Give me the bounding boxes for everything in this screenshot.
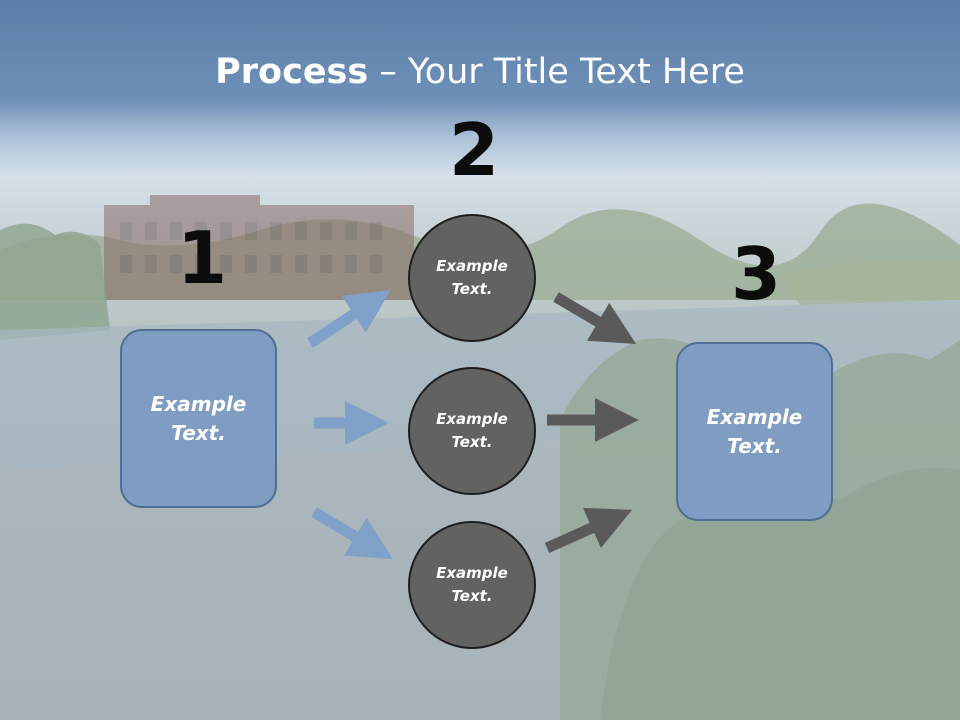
left-box-text: Example Text. [150,391,247,445]
step-number-3: 3 [731,232,782,316]
arrow-top-to-right [553,292,637,345]
right-process-box[interactable]: Example Text. [676,342,833,521]
title-bold-part: Process [215,52,369,92]
arrow-left-to-top [306,290,391,348]
circle-bottom-text: Example Text. [436,564,508,605]
arrow-bottom-to-right [544,507,633,554]
process-circle-top[interactable]: Example Text. [408,214,536,342]
process-circle-middle[interactable]: Example Text. [408,367,536,495]
title-text-part: – Your Title Text Here [368,52,745,92]
circle-top-text: Example Text. [436,257,508,298]
left-process-box[interactable]: Example Text. [120,329,277,508]
step-number-2: 2 [449,108,500,192]
arrow-left-to-bottom [311,507,394,560]
ruined-building [104,195,414,300]
slide-title: Process – Your Title Text Here [0,52,960,92]
process-circle-bottom[interactable]: Example Text. [408,521,536,649]
step-number-1: 1 [177,216,228,300]
circle-middle-text: Example Text. [436,410,508,451]
right-box-text: Example Text. [706,404,803,458]
